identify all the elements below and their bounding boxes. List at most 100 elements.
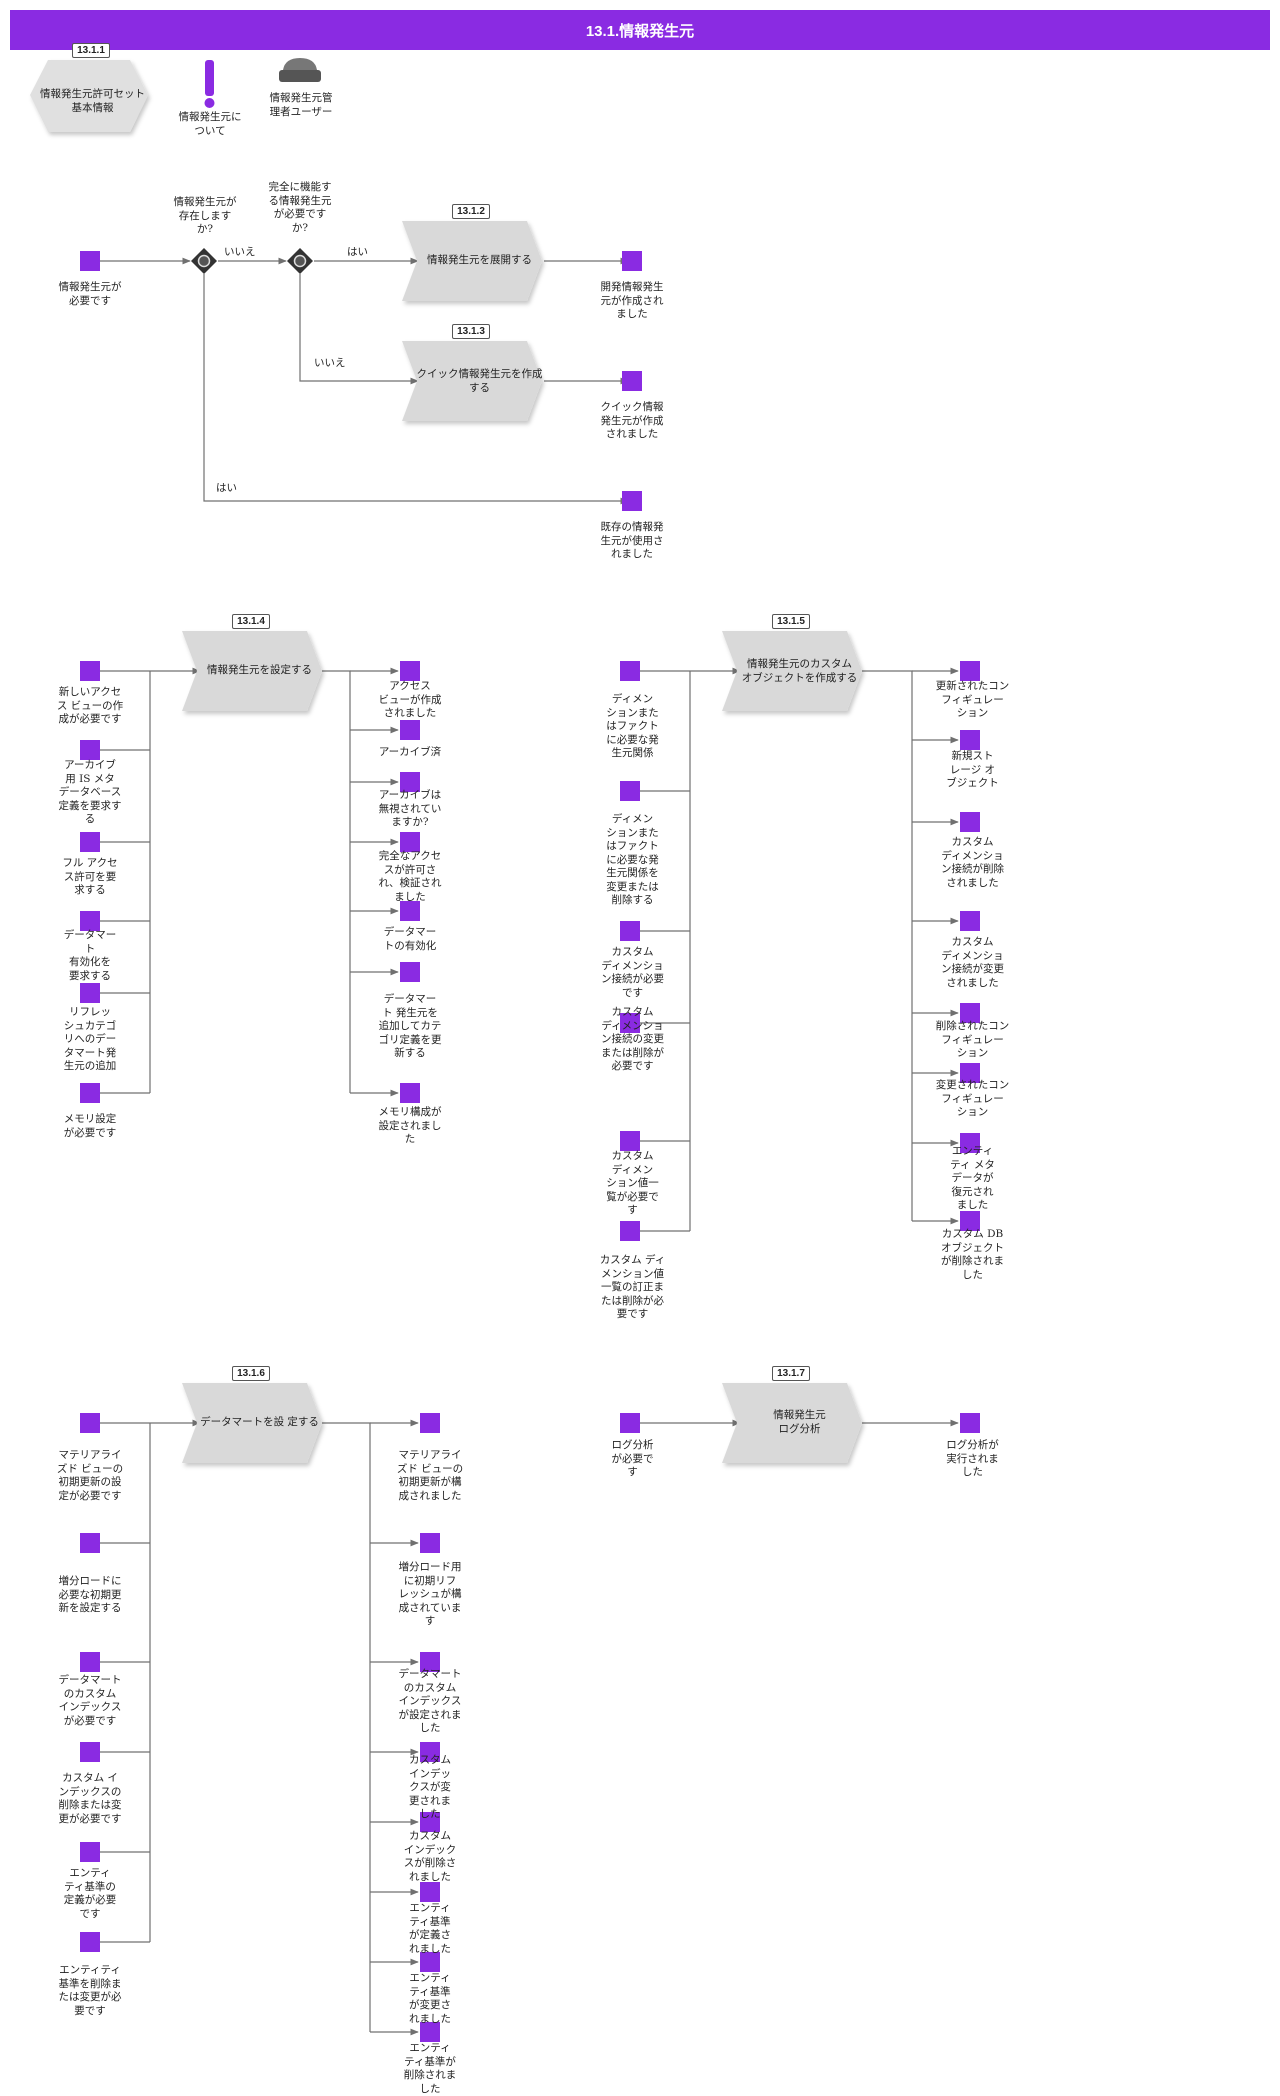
input-event-square	[80, 1652, 100, 1672]
decision-exists-label: 情報発生元が 存在します か?	[173, 196, 237, 235]
input-event-square	[620, 781, 640, 801]
output-event-label: カスタム DB オブジェクト が削除されま した	[941, 1228, 1004, 1281]
exclamation-icon	[205, 60, 214, 96]
connector-line	[322, 1422, 371, 2032]
output-event-square	[420, 1413, 440, 1433]
process-chevron[interactable]	[182, 631, 322, 711]
output-event-square	[960, 1003, 980, 1023]
process-label[interactable]: クイック情報発生元を作成 する	[416, 368, 543, 394]
legend-role-label: 情報発生元管 理者ユーザー	[269, 92, 333, 118]
output-event-label: カスタム インデック スが削除さ れました	[403, 1830, 457, 1883]
input-event-label: エンティ ティ基準の 定義が必要 です	[63, 1867, 117, 1920]
output-event-label: 更新されたコン フィギュレー ション	[935, 680, 1010, 719]
input-event-square	[620, 1413, 640, 1433]
exclamation-dot	[204, 98, 215, 108]
process-chevron[interactable]	[402, 221, 542, 301]
process-tag[interactable]: 13.1.7	[772, 1366, 810, 1381]
process-label[interactable]: 情報発生元を設定する	[207, 664, 312, 676]
output-event-label: アクセス ビューが作成 されました	[378, 680, 442, 719]
output-event-label: エンティ ティ メタ データが 復元され ました	[950, 1145, 995, 1211]
input-event-label: カスタム ディメンショ ン接続が必要 です	[601, 946, 664, 999]
decision-full-label: 完全に機能す る情報発生元 が必要です か?	[268, 181, 332, 234]
output-event-label: 既存の情報発 生元が使用さ れました	[600, 521, 664, 560]
process-label[interactable]: 情報発生元 ログ分析	[773, 1409, 826, 1435]
output-event-square	[622, 251, 642, 271]
output-event-square	[960, 1133, 980, 1153]
output-event-label: クイック情報 発生元が作成 されました	[600, 401, 664, 440]
process-tag[interactable]: 13.1.3	[452, 324, 490, 339]
output-event-square	[622, 491, 642, 511]
output-event-label: データマート のカスタム インデックス が設定されま した	[398, 1668, 462, 1734]
input-event-label: カスタム ディメン ション値一 覧が必要で す	[606, 1150, 659, 1216]
process-label[interactable]: データマートを設 定する	[200, 1416, 319, 1428]
input-event-label: アーカイブ 用 IS メタ データベース 定義を要求す る	[58, 759, 122, 825]
output-event-square	[420, 2022, 440, 2042]
output-event-label: 開発情報発生 元が作成され ました	[600, 281, 664, 320]
output-event-square	[960, 1063, 980, 1083]
edge-label-yes: はい	[216, 482, 237, 494]
start-event-square	[80, 251, 100, 271]
process-chevron[interactable]	[722, 631, 862, 711]
output-event-square	[960, 661, 980, 681]
legend-hex-label: 情報発生元許可セット 基本情報	[40, 88, 145, 114]
input-event-label: 新しいアクセ ス ビューの作 成が必要です	[56, 686, 124, 725]
input-event-square	[80, 983, 100, 1003]
input-event-label: フル アクセ ス許可を要 求する	[62, 857, 118, 896]
process-tag[interactable]: 13.1.4	[232, 614, 270, 629]
process-chevron[interactable]	[182, 1383, 322, 1463]
output-event-label: ログ分析が 実行されま した	[946, 1439, 999, 1478]
output-event-label: 削除されたコン フィギュレー ション	[935, 1020, 1010, 1059]
process-tag[interactable]: 13.1.6	[232, 1366, 270, 1381]
process-chevron[interactable]	[722, 1383, 862, 1463]
connector-line	[862, 670, 913, 1221]
output-event-label: マテリアライ ズド ビューの 初期更新が構 成されました	[396, 1449, 464, 1502]
input-event-label: ディメン ションまた はファクト に必要な発 生元関係を 変更または 削除する	[606, 813, 659, 906]
input-event-square	[80, 1742, 100, 1762]
output-event-label: エンティ ティ基準 が定義さ れました	[409, 1902, 451, 1955]
output-event-label: 完全なアクセ スが許可さ れ、検証され ました	[378, 850, 442, 903]
input-event-square	[80, 1413, 100, 1433]
output-event-square	[420, 1652, 440, 1672]
output-event-square	[960, 812, 980, 832]
output-event-square	[960, 1211, 980, 1231]
output-event-square	[400, 772, 420, 792]
edge-label-no: いいえ	[314, 357, 346, 369]
output-event-square	[420, 1812, 440, 1832]
process-label[interactable]: 情報発生元を展開する	[427, 254, 532, 266]
output-event-label: カスタム インデッ クスが変 更されま した	[409, 1754, 451, 1820]
output-event-square	[960, 911, 980, 931]
input-event-square	[80, 1842, 100, 1862]
output-event-square	[400, 661, 420, 681]
process-tag[interactable]: 13.1.5	[772, 614, 810, 629]
user-role-icon-base	[279, 70, 321, 82]
input-event-label: ディメン ションまた はファクト に必要な発 生元関係	[606, 693, 659, 759]
input-event-square	[80, 1533, 100, 1553]
output-event-square	[400, 1083, 420, 1103]
user-role-icon	[283, 58, 317, 70]
legend-info-label: 情報発生元に ついて	[178, 111, 242, 137]
input-event-square	[80, 832, 100, 852]
page-title: 13.1.情報発生元	[10, 10, 1270, 50]
gateway-marker	[293, 254, 307, 268]
output-event-square	[400, 720, 420, 740]
output-event-label: カスタム ディメンショ ン接続が変更 されました	[941, 936, 1004, 989]
output-event-square	[420, 1742, 440, 1762]
input-event-label: リフレッ シュカテゴ リへのデー タマート発 生元の追加	[63, 1006, 117, 1072]
legend-hex-tag: 13.1.1	[72, 43, 110, 58]
input-event-label: カスタム ディ メンション値 一覧の訂正ま たは削除が必 要です	[599, 1254, 666, 1320]
output-event-square	[420, 1882, 440, 1902]
output-event-label: 変更されたコン フィギュレー ション	[935, 1079, 1010, 1118]
gateway-marker	[197, 254, 211, 268]
output-event-square	[400, 832, 420, 852]
input-event-square	[620, 1013, 640, 1033]
output-event-label: アーカイブ済	[378, 746, 442, 758]
process-tag[interactable]: 13.1.2	[452, 204, 490, 219]
input-event-square	[80, 740, 100, 760]
edge-label-no: いいえ	[224, 246, 256, 258]
process-chevron[interactable]	[402, 341, 542, 421]
edge-label-yes: はい	[347, 246, 368, 258]
input-event-square	[80, 911, 100, 931]
process-label[interactable]: 情報発生元のカスタム オブジェクトを作成する	[741, 658, 858, 684]
connector-line	[299, 274, 419, 385]
